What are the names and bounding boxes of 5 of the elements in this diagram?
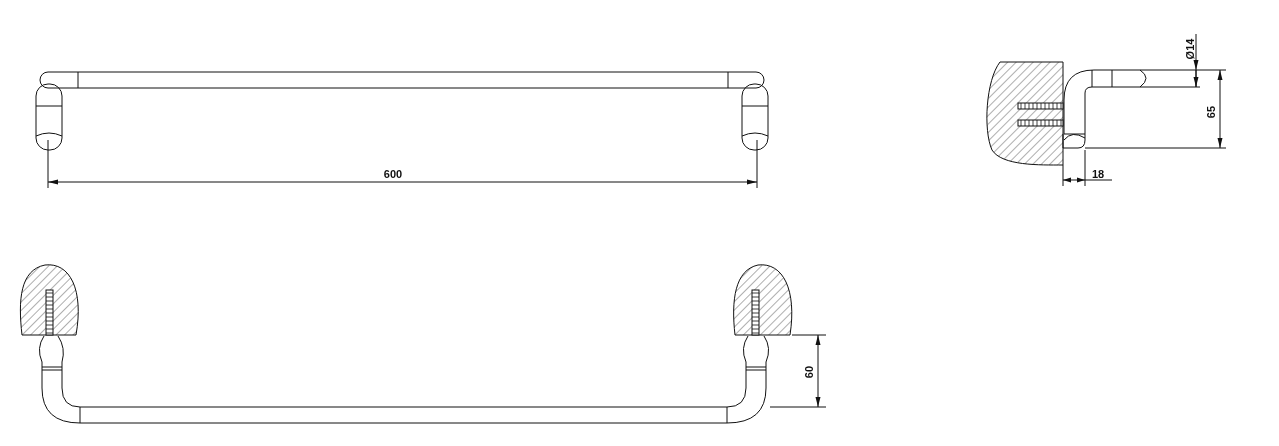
dimension-label: 600 <box>383 168 403 180</box>
dimension-label: 18 <box>1091 168 1105 180</box>
dimension-label: 65 <box>1205 105 1217 119</box>
dimension-label: 60 <box>803 365 815 379</box>
dimension-label: Ø14 <box>1184 38 1196 60</box>
